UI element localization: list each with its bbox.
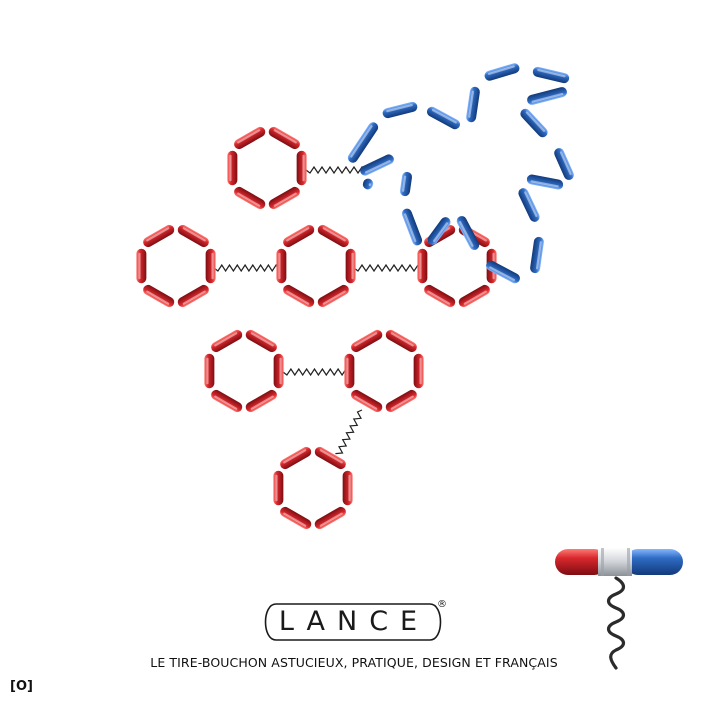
- red-cork: [314, 446, 346, 470]
- blue-cork: [484, 63, 520, 81]
- red-cork: [317, 284, 349, 308]
- red-cork: [351, 389, 383, 413]
- spring-links: [213, 165, 419, 455]
- spring-link: [213, 263, 281, 273]
- red-cork: [351, 329, 383, 353]
- red-cork: [205, 248, 216, 284]
- corkscrew-icon: [555, 548, 683, 670]
- red-cork: [424, 284, 456, 308]
- brand-logo: LANCE: [258, 601, 444, 643]
- red-cork: [273, 353, 284, 389]
- grape-hexagon: [344, 329, 424, 413]
- grape-hexagon: [273, 446, 353, 530]
- red-cork: [143, 224, 175, 248]
- red-cork: [385, 329, 417, 353]
- blue-cork: [554, 148, 574, 180]
- blue-cork: [360, 154, 394, 176]
- blue-cork: [382, 101, 418, 119]
- red-cork: [268, 126, 300, 150]
- grape-hexagon: [276, 224, 356, 308]
- red-cork: [417, 248, 428, 284]
- vine-leaf: [347, 63, 574, 284]
- blue-cork: [520, 108, 548, 138]
- grape-hexagon: [204, 329, 284, 413]
- red-cork: [268, 186, 300, 210]
- red-cork: [385, 389, 417, 413]
- red-cork: [143, 284, 175, 308]
- handle-blue: [625, 549, 683, 575]
- blue-cork: [486, 260, 520, 284]
- red-cork: [283, 224, 315, 248]
- red-cork: [136, 248, 147, 284]
- red-cork: [280, 446, 312, 470]
- red-cork: [280, 506, 312, 530]
- grape-bunch: [136, 126, 497, 530]
- spring-link: [353, 263, 419, 273]
- red-cork: [276, 248, 287, 284]
- red-cork: [245, 329, 277, 353]
- red-cork: [283, 284, 315, 308]
- blue-cork: [426, 106, 461, 130]
- blue-cork: [466, 86, 480, 123]
- red-cork: [177, 284, 209, 308]
- blue-cork: [362, 178, 374, 190]
- corner-mark: [O]: [10, 679, 33, 694]
- logo-capsule: [264, 603, 442, 641]
- spring-link: [282, 367, 347, 377]
- brand-tagline: LE TIRE-BOUCHON ASTUCIEUX, PRATIQUE, DES…: [150, 655, 558, 670]
- red-cork: [342, 470, 353, 506]
- red-cork: [314, 506, 346, 530]
- handle-red: [555, 549, 607, 575]
- red-cork: [234, 126, 266, 150]
- red-cork: [317, 224, 349, 248]
- registered-mark: ®: [437, 599, 447, 610]
- red-cork: [227, 150, 238, 186]
- spring-link: [305, 165, 367, 175]
- red-cork: [234, 186, 266, 210]
- corkscrew-worm: [606, 576, 626, 670]
- red-cork: [296, 150, 307, 186]
- red-cork: [211, 389, 243, 413]
- red-cork: [345, 248, 356, 284]
- grape-hexagon: [136, 224, 216, 308]
- red-cork: [245, 389, 277, 413]
- red-cork: [273, 470, 284, 506]
- grape-hexagon: [227, 126, 307, 210]
- spring-link: [335, 409, 363, 455]
- red-cork: [177, 224, 209, 248]
- red-cork: [458, 284, 490, 308]
- blue-cork: [526, 174, 564, 190]
- blue-cork: [518, 188, 540, 222]
- blue-cork: [532, 66, 570, 84]
- red-cork: [211, 329, 243, 353]
- blue-cork: [347, 122, 379, 163]
- blue-cork: [456, 216, 480, 250]
- red-cork: [344, 353, 355, 389]
- blue-cork: [401, 208, 423, 246]
- logo-text: LANCE: [278, 606, 430, 637]
- blue-cork: [427, 217, 451, 245]
- red-cork: [204, 353, 215, 389]
- red-cork: [413, 353, 424, 389]
- blue-cork: [399, 171, 413, 197]
- blue-cork: [530, 236, 544, 274]
- blue-cork: [527, 87, 567, 105]
